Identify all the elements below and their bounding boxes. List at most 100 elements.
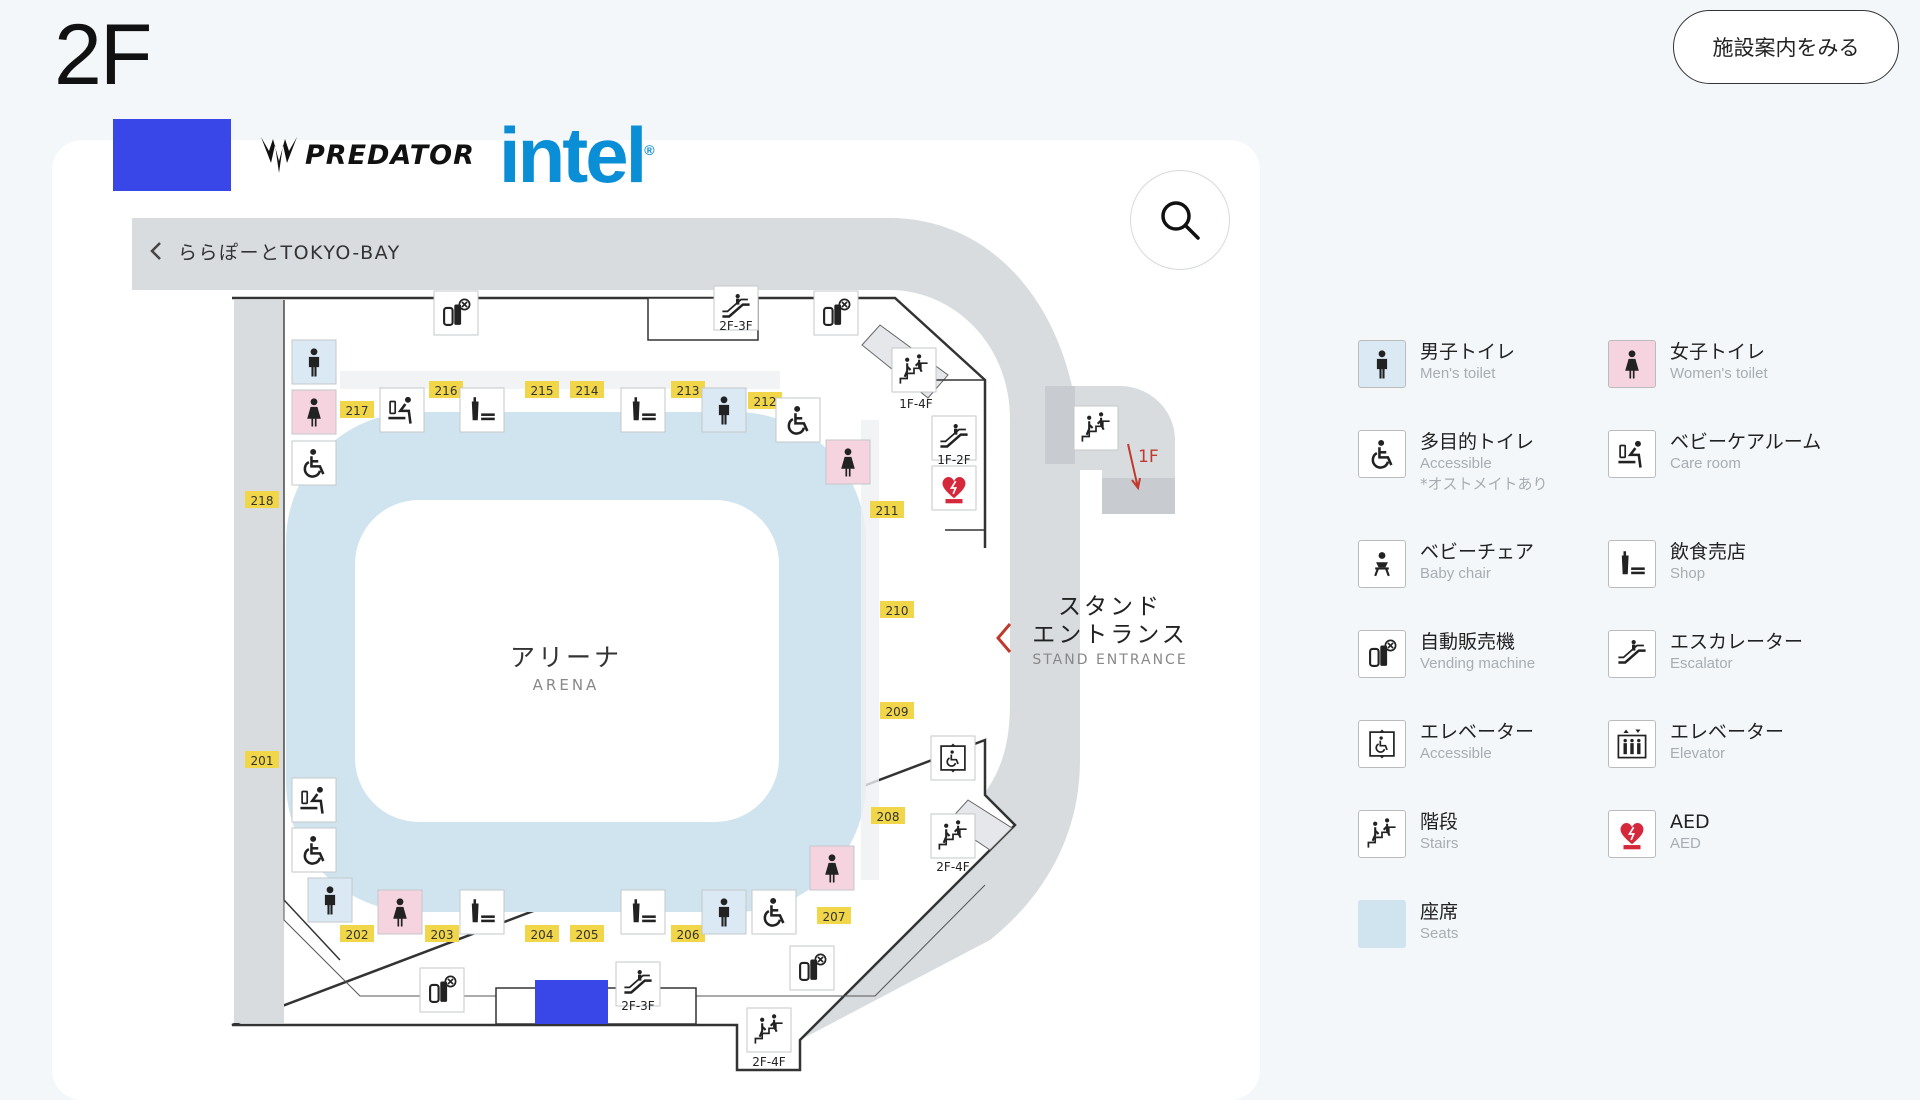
gate-badge <box>570 925 604 942</box>
shop-icon <box>459 387 505 433</box>
breadcrumb-bar <box>132 218 432 284</box>
legend-care-en: Care room <box>1670 455 1741 472</box>
floor-link-1f[interactable]: 1F <box>1127 443 1159 491</box>
legend-elevator-ja: エレベーター <box>1670 721 1785 743</box>
gate-badge <box>429 381 463 398</box>
gate-label: 208 <box>877 810 900 824</box>
mens-toilet-icon <box>701 889 747 935</box>
icon-tile <box>307 877 353 923</box>
accessible-toilet-icon <box>751 889 797 935</box>
gate-badge <box>340 925 374 942</box>
legend-accessible-ja: 多目的トイレ <box>1420 431 1535 453</box>
breadcrumb-label: ららぽーとTOKYO-BAY <box>178 242 401 264</box>
concourse-ribbon <box>132 218 1080 1040</box>
gate-206: 206 <box>671 925 705 942</box>
mens-toilet-icon <box>291 339 337 385</box>
gate-label: 213 <box>677 384 700 398</box>
legend-care-ja: ベビーケアルーム <box>1670 431 1822 453</box>
stairs-icon <box>746 1007 792 1053</box>
gate-204: 204 <box>525 925 559 942</box>
icon-tile <box>751 889 797 935</box>
legend-babychair-ja: ベビーチェア <box>1420 541 1535 563</box>
legend-stairs-en: Stairs <box>1420 835 1459 852</box>
icon-tile <box>930 735 976 781</box>
arena-label-en: ARENA <box>533 676 600 694</box>
entrance-steps <box>1045 386 1075 464</box>
gate-badge <box>871 807 905 824</box>
legend-stairs-ja: 階段 <box>1420 811 1459 833</box>
icon-tile <box>291 777 337 823</box>
seat-aisle-shadow <box>340 371 879 880</box>
lift-label-bottom: 2F-3F <box>621 999 655 1013</box>
mens-toilet-icon <box>1358 340 1406 388</box>
sponsor-logos: PREDATOR intel® <box>113 116 655 194</box>
arena-label-ja: アリーナ <box>510 643 622 672</box>
gate-label: 207 <box>823 910 846 924</box>
gate-label: 209 <box>886 705 909 719</box>
icon-tile <box>713 285 759 331</box>
facility-guide-button[interactable]: 施設案内をみる <box>1673 10 1899 84</box>
elevator-icon <box>1608 720 1656 768</box>
icon-tile <box>459 889 505 935</box>
accessible-toilet-icon <box>291 827 337 873</box>
vending-machine-icon <box>813 290 859 336</box>
icon-tile <box>459 387 505 433</box>
floor-map: ららぽーとTOKYO-BAY アリーナ ARENA スタンド エントランス ST… <box>132 218 1187 1072</box>
gate-badge <box>748 392 782 409</box>
lift-label-se: 2F-4F <box>936 860 970 874</box>
gate-label: 204 <box>531 928 554 942</box>
icon-tile <box>291 827 337 873</box>
womens-toilet-icon <box>809 845 855 891</box>
stairs-icon <box>1358 810 1406 858</box>
gate-badge <box>425 925 459 942</box>
gate-badge <box>525 925 559 942</box>
lift-label-east: 1F-2F <box>937 453 971 467</box>
gate-201: 201 <box>245 751 279 768</box>
accessible-elevator-icon <box>930 735 976 781</box>
legend-vending-en: Vending machine <box>1420 655 1536 672</box>
legend-accessible-en: Accessible <box>1420 455 1492 472</box>
icon-tile <box>291 339 337 385</box>
predator-emblem-icon <box>261 137 297 173</box>
search-icon <box>1161 201 1200 240</box>
gate-label: 203 <box>431 928 454 942</box>
search-button[interactable] <box>1130 170 1230 270</box>
icon-tile <box>775 397 821 443</box>
chevron-left-icon <box>150 242 161 260</box>
legend-care: ベビーケアルーム Care room <box>1608 430 1858 478</box>
aed-icon <box>1608 810 1656 858</box>
shop-icon <box>1608 540 1656 588</box>
stairs-icon <box>891 347 937 393</box>
bottom-block <box>535 980 608 1024</box>
womens-toilet-icon <box>291 389 337 435</box>
care-room-icon <box>379 387 425 433</box>
escalator-icon <box>931 415 977 461</box>
corridor-line <box>283 300 986 997</box>
gate-label: 215 <box>531 384 554 398</box>
gate-badge <box>671 381 705 398</box>
breadcrumb[interactable]: ららぽーとTOKYO-BAY <box>150 242 401 264</box>
shop-icon <box>459 889 505 935</box>
left-concourse <box>234 300 284 1023</box>
lift-label-south: 2F-4F <box>752 1055 786 1069</box>
legend-shop-ja: 飲食売店 <box>1670 541 1747 563</box>
accessible-elevator-icon <box>1358 720 1406 768</box>
entrance-label-en: STAND ENTRANCE <box>1032 652 1187 668</box>
shop-icon <box>620 889 666 935</box>
map-icons <box>291 285 1119 1053</box>
gate-214: 214 <box>570 381 604 398</box>
gate-218: 218 <box>245 491 279 508</box>
icon-tile <box>291 440 337 486</box>
legend-elevator-en: Elevator <box>1670 745 1726 762</box>
icon-tile <box>620 889 666 935</box>
gate-203: 203 <box>425 925 459 942</box>
gate-label: 216 <box>435 384 458 398</box>
escalator-icon <box>713 285 759 331</box>
gate-211: 211 <box>870 501 904 518</box>
aed-icon <box>931 465 977 511</box>
